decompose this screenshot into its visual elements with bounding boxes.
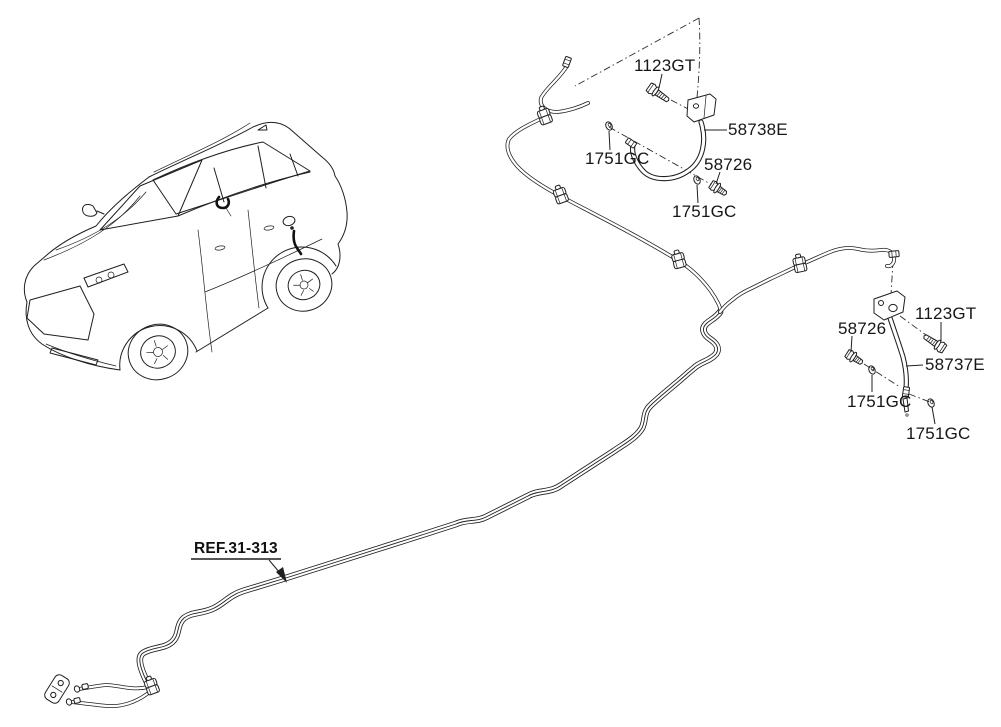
front-brake-tube — [505, 64, 723, 314]
front-hose-bracket — [686, 93, 717, 123]
construction-lines — [574, 17, 931, 403]
ref-arrowhead — [276, 567, 287, 583]
callout-58726-rear: 58726 — [838, 319, 887, 338]
vehicle-illustration — [23, 121, 348, 381]
rear-tube-fitting — [888, 250, 900, 258]
clip-ring-1751gc-rear-b — [925, 397, 937, 409]
clip-ring-1751gc-rear-a — [866, 364, 878, 376]
rear-brake-tube — [718, 246, 897, 314]
callout-58726-front: 58726 — [704, 155, 753, 174]
front-hose-assembly — [561, 55, 717, 182]
callout-1123gt-front: 1123GT — [634, 56, 696, 75]
callout-1751gc-rear-b: 1751GC — [906, 424, 971, 443]
clip-ring-1751gc-front-b — [691, 174, 703, 186]
rear-hose-bracket — [873, 290, 906, 321]
callout-1751gc-rear-a: 1751GC — [847, 392, 912, 411]
tube-clips — [142, 104, 808, 696]
screw-58726-rear — [843, 347, 866, 369]
front-tube-fitting — [561, 55, 573, 69]
callout-58737e: 58737E — [925, 355, 985, 374]
part-location-marks — [215, 195, 303, 256]
rear-hose-assembly — [873, 250, 911, 417]
clip-ring-1751gc-front-a — [603, 120, 615, 132]
callout-1751gc-front-b: 1751GC — [672, 202, 737, 221]
bleeder-screw — [902, 397, 909, 413]
callout-58738e: 58738E — [728, 120, 788, 139]
front-hose-fitting — [624, 137, 638, 149]
front-tube-ends — [44, 674, 150, 708]
screw-58726-front — [707, 178, 730, 200]
callout-1751gc-front-a: 1751GC — [585, 149, 650, 168]
main-line-bundle — [136, 308, 724, 688]
callout-1123gt-rear: 1123GT — [915, 304, 977, 323]
callout-ref-31-313: REF.31-313 — [194, 540, 278, 557]
bolt-1123gt-front — [645, 81, 673, 106]
leader-lines — [191, 73, 942, 583]
mount-bracket-block — [44, 674, 70, 704]
